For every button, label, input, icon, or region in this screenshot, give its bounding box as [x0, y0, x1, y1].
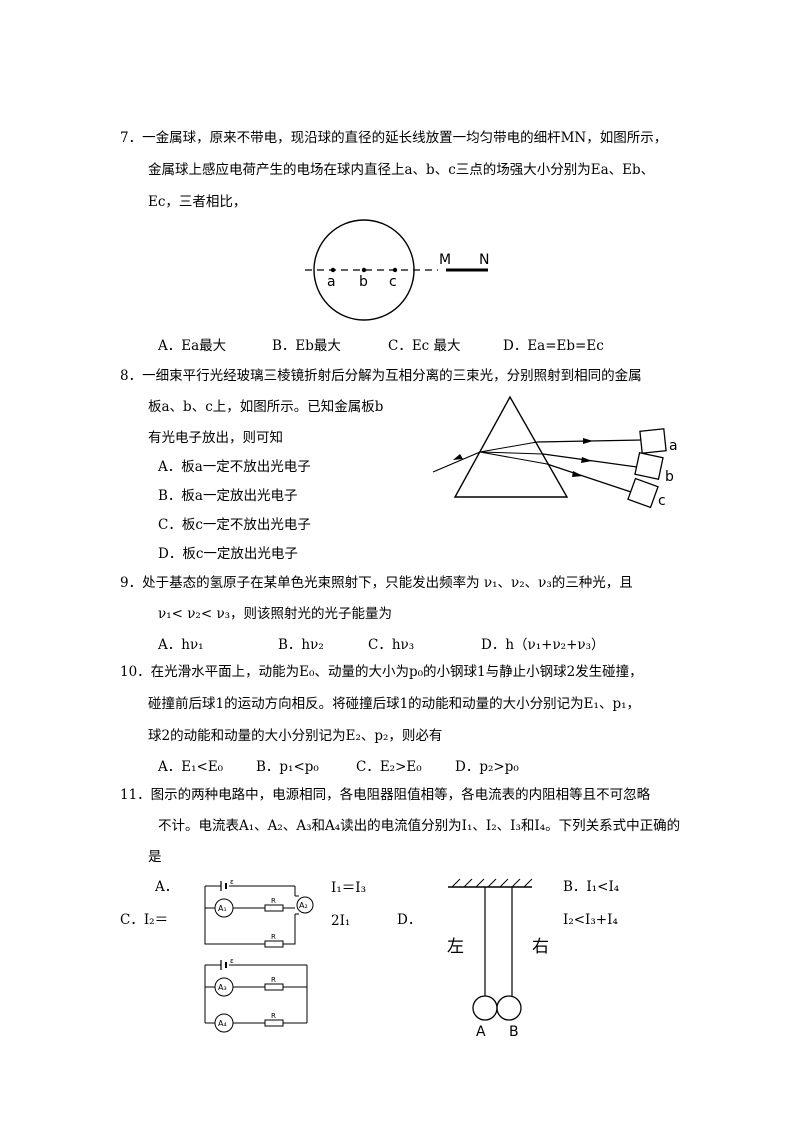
plate-c-label: c: [658, 493, 666, 509]
rod-n-label: N: [479, 252, 489, 268]
q8-line3: 有光电子放出，则可知: [148, 430, 283, 446]
circuit-2: ε A₃ R A₄ R: [204, 957, 308, 1033]
q7-line3: Ec，三者相比，: [148, 194, 247, 210]
plate-b-label: b: [665, 469, 674, 485]
q10-option-b: B．p₁<p₀: [256, 759, 319, 775]
q7-line1: 7．一金属球，原来不带电，现沿球的直径的延长线放置一均匀带电的细杆MN，如图所示…: [120, 130, 668, 146]
q9-option-c: C．hν₃: [368, 637, 415, 653]
q11-option-a-value: I₁＝I₃: [331, 880, 366, 896]
q11-option-a-label: A．: [155, 879, 179, 895]
q9-option-b: B．hν₂: [278, 637, 324, 653]
sphere-rod-figure: a b c M N: [305, 219, 489, 321]
q8-option-b: B．板a一定放出光电子: [158, 488, 298, 504]
q10-line3: 球2的动能和动量的大小分别记为E₂、p₂，则必有: [148, 728, 443, 744]
q7-option-a: A．Ea最大: [158, 338, 227, 354]
q10-option-a: A．E₁<E₀: [158, 759, 224, 775]
q7-option-b: B．Eb最大: [272, 338, 341, 354]
ball-a-label: A: [476, 1024, 486, 1040]
point-b-label: b: [359, 274, 368, 290]
q8-line1: 8．一细束平行光经玻璃三棱镜折射后分解为互相分离的三束光，分别照射到相同的金属: [120, 368, 642, 384]
rod-m-label: M: [439, 252, 451, 268]
q11-line2: 不计。电流表A₁、A₂、A₃和A₄读出的电流值分别为I₁、I₂、I₃和I₄。下列…: [158, 818, 681, 834]
q7-option-d: D．Ea=Eb=Ec: [503, 338, 604, 354]
q8-option-a: A．板a一定不放出光电子: [158, 459, 311, 475]
q8-option-c: C．板c一定不放出光电子: [158, 517, 311, 533]
q8-line2: 板a、b、c上，如图所示。已知金属板b: [148, 399, 384, 415]
q7-line2: 金属球上感应电荷产生的电场在球内直径上a、b、c三点的场强大小分别为Ea、Eb、: [148, 162, 655, 178]
point-a-label: a: [327, 274, 336, 290]
q11-line1: 11．图示的两种电路中，电源相同，各电阻器阻值相等，各电流表的内阻相等且不可忽略: [120, 787, 651, 803]
ammeter-a2-label: A₂: [299, 901, 308, 910]
q7-option-c: C．Ec 最大: [388, 338, 461, 354]
q10-option-c: C．E₂>E₀: [356, 759, 422, 775]
right-label: 右: [532, 937, 549, 957]
q11-line3: 是: [148, 849, 162, 865]
q10-option-d: D．p₂>p₀: [455, 759, 519, 775]
q9-option-a: A．hν₁: [158, 637, 204, 653]
resistor-1-label: R: [271, 897, 276, 905]
pendulum-figure: 左 右 A B: [447, 878, 549, 1040]
emf-2-label: ε: [230, 957, 234, 965]
resistor-4-label: R: [271, 1012, 276, 1020]
q9-line2: ν₁< ν₂< ν₃，则该照射光的光子能量为: [158, 606, 393, 622]
q11-option-d-label: D．: [397, 912, 422, 928]
q11-option-c-value: 2I₁: [331, 913, 351, 929]
q11-option-d-value: I₂<I₃+I₄: [563, 912, 618, 928]
q8-option-d: D．板c一定放出光电子: [158, 546, 298, 562]
q11-option-b: B．I₁<I₄: [563, 879, 620, 895]
left-label: 左: [447, 937, 464, 957]
plate-a-label: a: [669, 438, 678, 454]
q10-line1: 10．在光滑水平面上，动能为E₀、动量的大小为p₀的小钢球1与静止小钢球2发生碰…: [120, 664, 643, 680]
ammeter-a3-label: A₃: [218, 983, 227, 992]
circuit-1: ε A₁ R A₂ R: [204, 878, 314, 948]
point-c-label: c: [389, 274, 397, 290]
ammeter-a1-label: A₁: [218, 904, 227, 913]
q10-line2: 碰撞前后球1的运动方向相反。将碰撞后球1的动能和动量的大小分别记为E₁、p₁，: [148, 696, 640, 712]
prism-figure: a b c: [432, 395, 678, 509]
q9-line1: 9．处于基态的氢原子在某单色光束照射下，只能发出频率为 ν₁、ν₂、ν₃的三种光…: [120, 575, 633, 591]
resistor-3-label: R: [271, 976, 276, 984]
q9-option-d: D．h（ν₁+ν₂+ν₃）: [481, 637, 605, 653]
q11-option-c-label: C．I₂＝: [120, 912, 169, 928]
emf-1-label: ε: [230, 878, 234, 886]
resistor-2-label: R: [271, 933, 276, 941]
ball-b-label: B: [509, 1024, 519, 1040]
ammeter-a4-label: A₄: [218, 1019, 227, 1028]
